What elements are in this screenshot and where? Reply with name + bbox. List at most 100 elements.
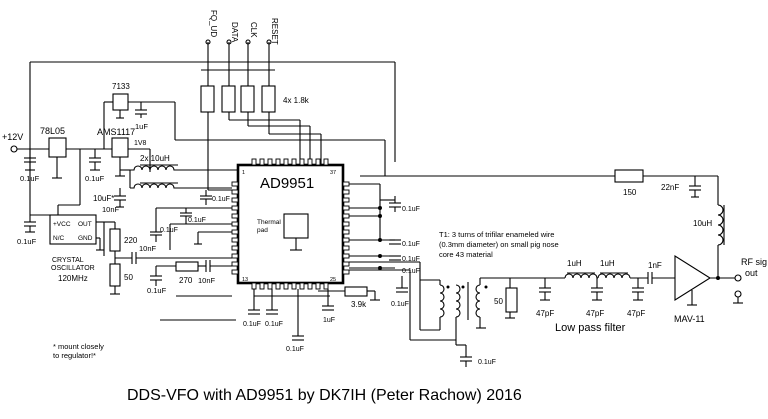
cap-10nf-clk-label: 10nF [139, 244, 157, 253]
cap-bottom-1-label: 0.1uF [243, 321, 261, 328]
mav11-label: MAV-11 [674, 314, 705, 324]
clk-line: CLK [240, 22, 311, 165]
t1-note-line-1: T1: 3 turns of trifilar enameled wire [439, 230, 554, 239]
cap-10uf-star-label: 10uF* [93, 194, 114, 203]
cap-chip-left-3: 0.1uF [150, 226, 178, 242]
pin-1-label: 1 [242, 170, 245, 176]
osc-label-1: CRYSTAL [52, 257, 84, 264]
cap-1nf-label: 1nF [648, 261, 662, 270]
rf-out-label-2: out [745, 268, 758, 278]
low-pass-filter-label: Low pass filter [555, 322, 626, 334]
cap-chip-left-1-label: 0.1uF [212, 196, 230, 203]
resistor-50-term-label: 50 [494, 297, 503, 306]
osc-out-pin: OUT [78, 221, 92, 228]
cap-47pf-b-label: 47pF [586, 309, 604, 318]
regulator-ams1117: AMS1117 1V8 [97, 127, 147, 177]
cap-chip-left-2-label: 0.1uF [188, 217, 206, 224]
cap-5v-01uf-label: 0.1uF [85, 174, 105, 183]
resistor-150: 150 [614, 169, 644, 197]
clk-label: CLK [249, 22, 258, 38]
reg-1v8-label: 1V8 [134, 140, 147, 147]
inductor-10uh-label: 10uH [693, 219, 712, 228]
cap-bottom-3-label: 0.1uF [286, 346, 304, 353]
regulator-7133: 7133 1uF [103, 82, 176, 149]
rf-out-label-1: RF sig [741, 257, 767, 267]
choke-2x10uh: 2x 10uH [120, 154, 238, 189]
resistor-50-term [505, 287, 518, 313]
diagram-title: DDS-VFO with AD9951 by DK7IH (Peter Rach… [127, 387, 522, 404]
footnote-line-1: * mount closely [53, 342, 104, 351]
power-input: +12V [2, 132, 49, 153]
cap-right-4-label: 0.1uF [402, 268, 420, 275]
pullups-label: 4x 1.8k [283, 96, 310, 105]
regulator-78l05: 78L05 [40, 126, 67, 179]
fq-ud-label: FQ_UD [209, 10, 218, 37]
footnote: * mount closely to regulator!* [53, 342, 104, 360]
cap-osc-01uf: 0.1uF [17, 214, 50, 246]
chip-name: AD9951 [260, 175, 314, 192]
resistor-50-osc [109, 263, 121, 287]
resistor-3k9-label: 3.9k [351, 300, 367, 309]
t1-note-line-2: (0.3mm diameter) on small pig nose [439, 240, 559, 249]
bias-network: 270 10nF 0.1uF [147, 260, 232, 295]
clock-input-network: 220 50 10nF 10nF [102, 205, 232, 295]
fq-ud-line: FQ_UD [200, 10, 238, 191]
reg-ams1117-label: AMS1117 [97, 127, 135, 137]
plus-12v-label: +12V [2, 132, 23, 142]
resistor-220-label: 220 [124, 236, 138, 245]
inductor-1uh-a-label: 1uH [567, 259, 582, 268]
cap-47pf-c-label: 47pF [627, 309, 645, 318]
inductor-1uh-b-label: 1uH [600, 259, 615, 268]
resistor-270-label: 270 [179, 276, 193, 285]
cap-right-1-label: 0.1uF [402, 206, 420, 213]
cap-7133-1uf-label: 1uF [135, 122, 148, 131]
cap-10uf-star: 10uF* [93, 188, 126, 208]
cap-bottom-1uf-label: 1uF [323, 317, 335, 324]
footnote-line-2: to regulator!* [53, 351, 96, 360]
chip-bottom-decoupling: 0.1uF 0.1uF 0.1uF 1uF 3.9k 0.1uF [243, 276, 409, 353]
cap-10nf-top-label: 10nF [102, 205, 120, 214]
resistor-270 [175, 261, 199, 272]
osc-freq: 120MHz [58, 274, 88, 283]
cap-chip-left-1: 0.1uF [200, 190, 230, 205]
transformer-t1: 0.1uF T1: 3 turns of trifilar enameled w… [349, 230, 559, 367]
cap-22nf-label: 22nF [661, 183, 679, 192]
cap-22nf: 22nF [661, 176, 701, 198]
cap-right-3-label: 0.1uF [402, 256, 420, 263]
thermal-pad-label-2: pad [257, 227, 268, 234]
cap-47pf-a-label: 47pF [536, 309, 554, 318]
reset-line: RESET [261, 18, 322, 165]
inductor-10uh-out: 10uH [693, 176, 725, 280]
osc-label-2: OSCILLATOR [51, 265, 95, 272]
cap-bottom-2-label: 0.1uF [265, 321, 283, 328]
thermal-pad [283, 213, 309, 239]
t1-note-line-3: core 43 material [439, 250, 493, 259]
mav11-amplifier: MAV-11 [674, 255, 735, 324]
cap-5v-01uf: 0.1uF [85, 149, 105, 183]
cap-right-2-label: 0.1uF [402, 241, 420, 248]
thermal-pad-label-1: Thermal [257, 219, 281, 226]
reg-7133-label: 7133 [112, 82, 130, 91]
chip-right-decoupling: 0.1uF 0.1uF 0.1uF 0.1uF [349, 183, 420, 275]
cap-10nf-bias-label: 10nF [198, 276, 216, 285]
osc-nc-pin: N/C [53, 235, 65, 242]
pin-13-label: 13 [242, 277, 248, 283]
reset-label: RESET [270, 18, 279, 45]
data-label: DATA [230, 22, 239, 43]
choke-2x10uh-label: 2x 10uH [140, 154, 170, 163]
osc-vcc-pin: +VCC [53, 221, 71, 228]
cap-chip-left-2: 0.1uF [180, 208, 206, 224]
data-line: DATA [221, 22, 301, 165]
pin-37-label: 37 [330, 170, 336, 176]
rf-output: RF sig out [733, 257, 767, 304]
low-pass-filter: 50 1uH 1uH 1nF 47pF 47pF 47pF Lo [494, 259, 675, 334]
resistor-3k9 [344, 286, 368, 297]
cap-osc-01uf-label: 0.1uF [17, 237, 37, 246]
resistor-220 [109, 228, 121, 252]
ad9951-chip: AD9951 1 37 13 25 Thermal pad [231, 158, 350, 290]
reg-78l05-label: 78L05 [40, 126, 65, 136]
resistor-50-osc-label: 50 [124, 273, 133, 282]
crystal-oscillator: +VCC OUT N/C GND CRYSTAL OSCILLATOR 120M… [49, 214, 105, 283]
cap-chip-left-3-label: 0.1uF [160, 227, 178, 234]
